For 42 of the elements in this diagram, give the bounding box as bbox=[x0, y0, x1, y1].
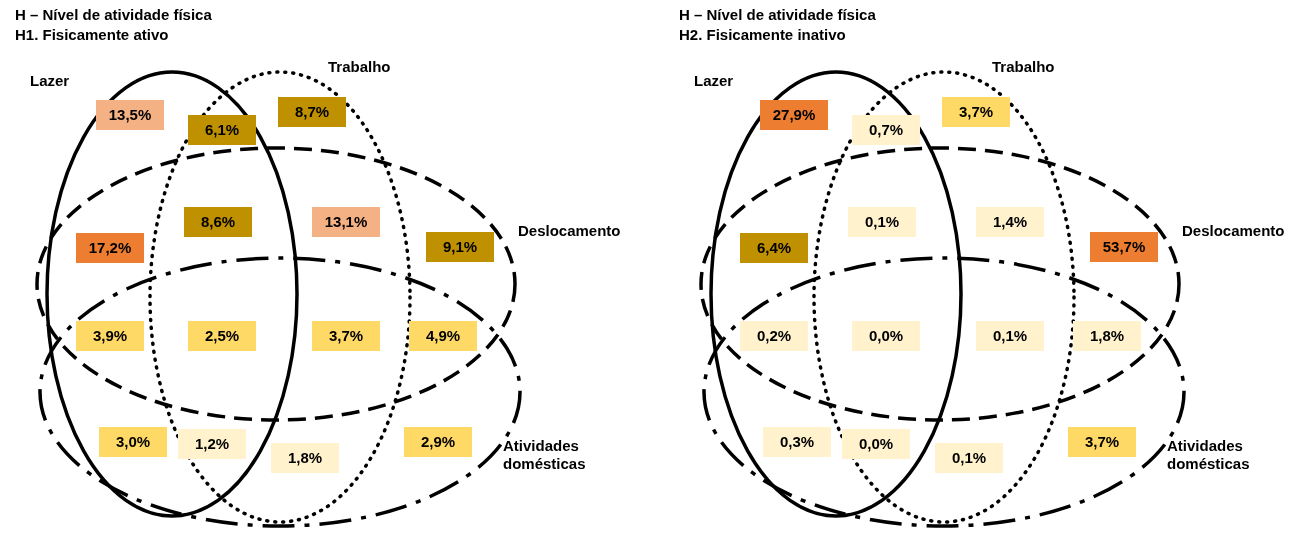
percentage-box: 0,0% bbox=[842, 429, 910, 459]
percentage-box: 0,1% bbox=[935, 443, 1003, 473]
percentage-box: 27,9% bbox=[760, 100, 828, 130]
set-label: Trabalho bbox=[328, 58, 391, 76]
set-label: Lazer bbox=[694, 72, 734, 90]
percentage-box: 8,7% bbox=[278, 97, 346, 127]
percentage-box: 0,7% bbox=[852, 115, 920, 145]
percentage-box: 3,9% bbox=[76, 321, 144, 351]
percentage-box: 0,0% bbox=[852, 321, 920, 351]
set-label: Deslocamento bbox=[518, 222, 621, 240]
set-label: Lazer bbox=[30, 72, 70, 90]
panel-heading: H1. Fisicamente ativo bbox=[15, 26, 169, 44]
set-label: Trabalho bbox=[992, 58, 1055, 76]
percentage-box: 17,2% bbox=[76, 233, 144, 263]
percentage-box: 8,6% bbox=[184, 207, 252, 237]
percentage-box: 3,0% bbox=[99, 427, 167, 457]
percentage-box: 1,8% bbox=[271, 443, 339, 473]
percentage-box: 53,7% bbox=[1090, 232, 1158, 262]
percentage-box: 1,4% bbox=[976, 207, 1044, 237]
percentage-box: 1,2% bbox=[178, 429, 246, 459]
percentage-box: 2,9% bbox=[404, 427, 472, 457]
percentage-box: 3,7% bbox=[312, 321, 380, 351]
percentage-box: 3,7% bbox=[1068, 427, 1136, 457]
percentage-box: 13,5% bbox=[96, 100, 164, 130]
panel-heading: H – Nível de atividade física bbox=[679, 6, 876, 24]
percentage-box: 2,5% bbox=[188, 321, 256, 351]
set-label: Deslocamento bbox=[1182, 222, 1285, 240]
percentage-box: 0,1% bbox=[848, 207, 916, 237]
percentage-box: 6,4% bbox=[740, 233, 808, 263]
percentage-box: 0,3% bbox=[763, 427, 831, 457]
percentage-box: 6,1% bbox=[188, 115, 256, 145]
set-label: Atividades domésticas bbox=[1167, 437, 1251, 473]
set-label: Atividades domésticas bbox=[503, 437, 587, 473]
percentage-box: 0,1% bbox=[976, 321, 1044, 351]
percentage-box: 4,9% bbox=[409, 321, 477, 351]
percentage-box: 13,1% bbox=[312, 207, 380, 237]
percentage-box: 0,2% bbox=[740, 321, 808, 351]
panel-heading: H – Nível de atividade física bbox=[15, 6, 212, 24]
percentage-box: 9,1% bbox=[426, 232, 494, 262]
panel-heading: H2. Fisicamente inativo bbox=[679, 26, 846, 44]
percentage-box: 1,8% bbox=[1073, 321, 1141, 351]
percentage-box: 3,7% bbox=[942, 97, 1010, 127]
